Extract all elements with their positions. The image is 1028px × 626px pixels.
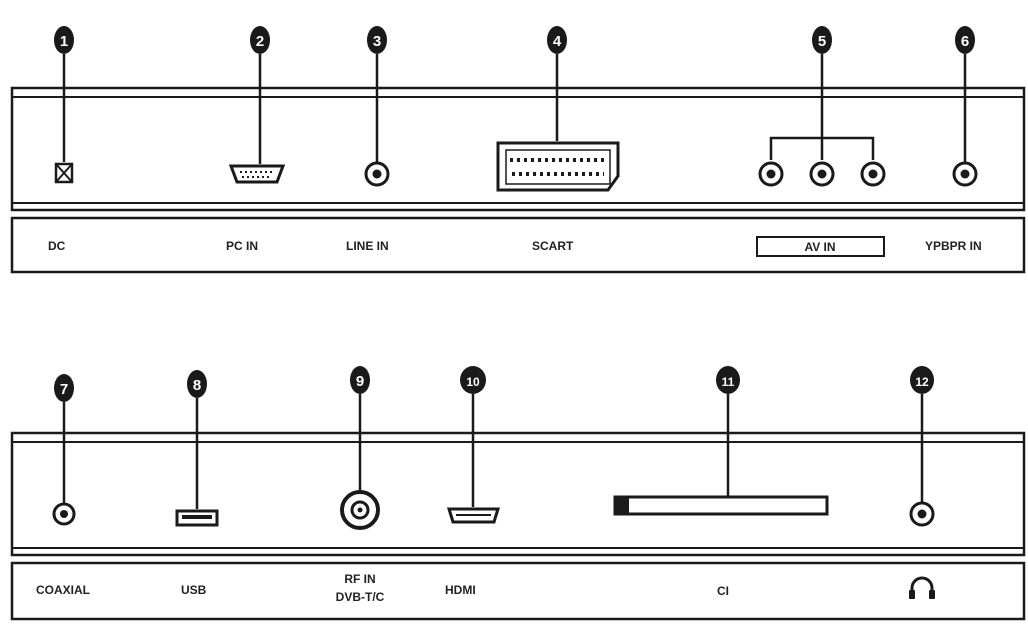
port-scart: 4 SCART bbox=[496, 26, 620, 253]
port-av-in: 5 AV IN bbox=[756, 26, 886, 257]
headphone-jack-icon bbox=[909, 501, 935, 527]
vga-port-icon bbox=[228, 164, 286, 184]
bottom-panel-body bbox=[10, 431, 1026, 557]
callout-badge bbox=[250, 26, 270, 54]
callout-number: 11 bbox=[722, 375, 735, 389]
port-pc-in: 2 PC IN bbox=[226, 26, 286, 253]
usb-port-icon bbox=[175, 509, 219, 527]
callout-number: 1 bbox=[60, 33, 68, 50]
callout-number: 2 bbox=[256, 33, 264, 50]
audio-jack-icon bbox=[364, 161, 390, 187]
callout-badge bbox=[460, 366, 486, 394]
bottom-label-strip bbox=[10, 561, 1026, 621]
port-rf-in: 9 RF IN DVB-T/C bbox=[336, 366, 385, 604]
port-label: YPBPR IN bbox=[925, 239, 982, 253]
port-label: COAXIAL bbox=[36, 583, 90, 597]
callout-number: 12 bbox=[915, 375, 929, 389]
callout-number: 4 bbox=[553, 33, 562, 50]
callout-badge bbox=[350, 366, 370, 394]
port-label: DC bbox=[48, 239, 66, 253]
callout-badge bbox=[812, 26, 832, 54]
callout-number: 6 bbox=[961, 33, 969, 50]
port-usb: 8 USB bbox=[175, 370, 219, 597]
callout-badge bbox=[955, 26, 975, 54]
port-ci: 11 CI bbox=[613, 366, 829, 598]
callout-number: 5 bbox=[818, 33, 826, 50]
scart-port-icon bbox=[496, 141, 620, 192]
port-label-line2: DVB-T/C bbox=[336, 590, 385, 604]
headphone-icon bbox=[909, 576, 935, 599]
port-line-in: 3 LINE IN bbox=[346, 26, 390, 253]
callout-badge bbox=[547, 26, 567, 54]
coaxial-jack-icon bbox=[52, 502, 76, 526]
callout-badge bbox=[716, 366, 740, 394]
port-label: RF IN bbox=[344, 572, 375, 586]
port-ypbpr-in: 6 YPBPR IN bbox=[925, 26, 982, 253]
port-dc: 1 DC bbox=[48, 26, 74, 253]
rf-antenna-port-icon bbox=[340, 490, 380, 530]
callout-number: 9 bbox=[356, 373, 364, 390]
audio-jack-icon bbox=[952, 161, 978, 187]
callout-badge bbox=[54, 374, 74, 402]
rca-jacks-icon bbox=[758, 161, 886, 187]
hdmi-port-icon bbox=[446, 507, 501, 524]
bottom-panel bbox=[10, 431, 1026, 621]
callout-badge bbox=[187, 370, 207, 398]
callout-number: 8 bbox=[193, 377, 201, 394]
callout-badge bbox=[910, 366, 934, 394]
callout-number: 7 bbox=[60, 381, 68, 398]
dc-power-jack-icon bbox=[54, 162, 74, 184]
callout-badge bbox=[367, 26, 387, 54]
port-label: SCART bbox=[532, 239, 574, 253]
callout-badge bbox=[54, 26, 74, 54]
port-hdmi: 10 HDMI bbox=[445, 366, 501, 597]
port-headphone: 12 bbox=[909, 366, 935, 599]
port-label: AV IN bbox=[804, 240, 835, 254]
port-label: HDMI bbox=[445, 583, 476, 597]
callout-number: 10 bbox=[466, 375, 480, 389]
ci-card-slot-icon bbox=[613, 495, 829, 516]
port-label: PC IN bbox=[226, 239, 258, 253]
port-label: LINE IN bbox=[346, 239, 389, 253]
port-label: CI bbox=[717, 584, 729, 598]
av-in-label-box bbox=[756, 236, 885, 257]
port-label: USB bbox=[181, 583, 207, 597]
callout-number: 3 bbox=[373, 33, 381, 50]
port-coaxial: 7 COAXIAL bbox=[36, 374, 90, 597]
